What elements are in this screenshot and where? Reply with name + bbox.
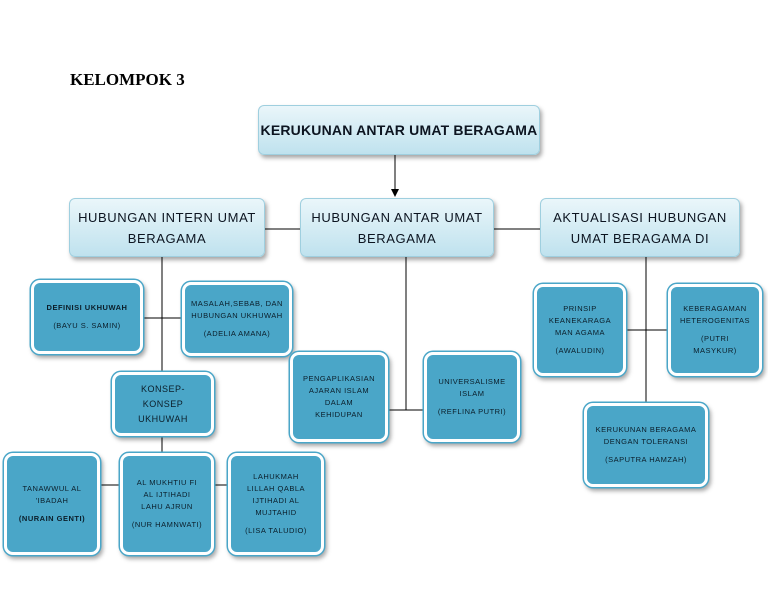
node-masalah: MASALAH,SEBAB, DAN HUBUNGAN UKHUWAH (ADE… xyxy=(182,282,292,356)
branch-intern: HUBUNGAN INTERN UMAT BERAGAMA xyxy=(69,198,265,257)
node-pengaplikasian: PENGAPLIKASIAN AJARAN ISLAM DALAM KEHIDU… xyxy=(290,352,388,442)
node-universalisme-title: UNIVERSALISME ISLAM xyxy=(438,377,506,398)
node-lahukmah: LAHUKMAH LILLAH QABLA IJTIHADI AL MUJTAH… xyxy=(228,453,324,555)
node-masalah-title: MASALAH,SEBAB, DAN HUBUNGAN UKHUWAH xyxy=(191,299,283,320)
node-prinsip: PRINSIP KEANEKARAGA MAN AGAMA (AWALUDIN) xyxy=(534,284,626,376)
node-keberagaman-name: (PUTRI MASYKUR) xyxy=(693,334,737,355)
node-prinsip-name: (AWALUDIN) xyxy=(555,346,605,355)
node-definisi: DEFINISI UKHUWAH (BAYU S. SAMIN) xyxy=(31,280,143,354)
branch-intern-label: HUBUNGAN INTERN UMAT BERAGAMA xyxy=(78,209,256,246)
node-universalisme: UNIVERSALISME ISLAM (REFLINA PUTRI) xyxy=(424,352,520,442)
node-kerukunan: KERUKUNAN BERAGAMA DENGAN TOLERANSI (SAP… xyxy=(584,403,708,487)
node-almukhtiu-name: (NUR HAMNWATI) xyxy=(131,520,203,529)
node-definisi-name: (BAYU S. SAMIN) xyxy=(53,321,121,330)
node-universalisme-name: (REFLINA PUTRI) xyxy=(437,407,507,416)
node-definisi-title: DEFINISI UKHUWAH xyxy=(46,303,128,312)
node-kerukunan-title: KERUKUNAN BERAGAMA DENGAN TOLERANSI xyxy=(595,425,697,446)
node-keberagaman: KEBERAGAMAN HETEROGENITAS (PUTRI MASYKUR… xyxy=(668,284,762,376)
node-kerukunan-name: (SAPUTRA HAMZAH) xyxy=(605,455,687,464)
group-title: KELOMPOK 3 xyxy=(70,70,185,89)
branch-aktual-label: AKTUALISASI HUBUNGAN UMAT BERAGAMA DI xyxy=(553,209,727,246)
node-lahukmah-name: (LISA TALUDIO) xyxy=(245,526,307,535)
root-node: KERUKUNAN ANTAR UMAT BERAGAMA xyxy=(258,105,540,155)
node-tanawwul-name: (NURAIN GENTI) xyxy=(18,514,86,523)
node-masalah-name: (ADELIA AMANA) xyxy=(203,329,271,338)
branch-antar: HUBUNGAN ANTAR UMAT BERAGAMA xyxy=(300,198,494,257)
node-lahukmah-title: LAHUKMAH LILLAH QABLA IJTIHADI AL MUJTAH… xyxy=(246,472,306,517)
root-label: KERUKUNAN ANTAR UMAT BERAGAMA xyxy=(260,122,538,138)
node-tanawwul-title: TANAWWUL AL 'IBADAH xyxy=(22,484,82,505)
node-pengaplikasian-title: PENGAPLIKASIAN AJARAN ISLAM DALAM KEHIDU… xyxy=(302,374,376,419)
node-tanawwul: TANAWWUL AL 'IBADAH (NURAIN GENTI) xyxy=(4,453,100,555)
node-almukhtiu-title: AL MUKHTIU FI AL IJTIHADI LAHU AJRUN xyxy=(136,478,198,511)
branch-aktual: AKTUALISASI HUBUNGAN UMAT BERAGAMA DI xyxy=(540,198,740,257)
arrow-head-icon xyxy=(391,189,399,197)
node-keberagaman-title: KEBERAGAMAN HETEROGENITAS xyxy=(679,304,751,325)
node-konsep-title: KONSEP-KONSEP UKHUWAH xyxy=(138,383,188,424)
node-almukhtiu: AL MUKHTIU FI AL IJTIHADI LAHU AJRUN (NU… xyxy=(120,453,214,555)
node-prinsip-title: PRINSIP KEANEKARAGA MAN AGAMA xyxy=(548,304,612,337)
node-konsep: KONSEP-KONSEP UKHUWAH xyxy=(112,372,214,436)
branch-antar-label: HUBUNGAN ANTAR UMAT BERAGAMA xyxy=(311,209,483,246)
